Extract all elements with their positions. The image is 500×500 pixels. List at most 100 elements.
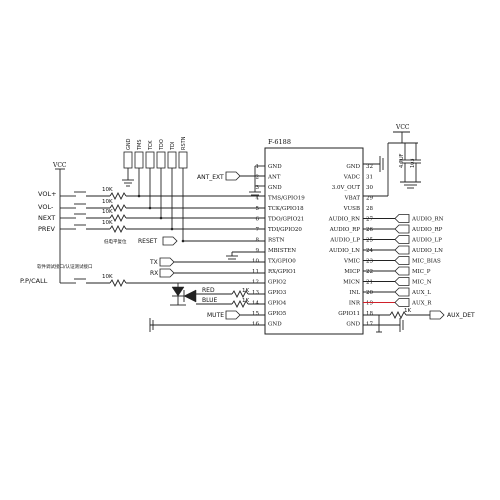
button-row-vol-down: VOL- 10K <box>38 199 265 213</box>
pin-name: VADC <box>343 175 360 181</box>
pin-number: 18 <box>366 311 373 317</box>
pin-number: 15 <box>252 311 259 317</box>
pin-number: 12 <box>252 280 259 286</box>
mbisten-ground <box>226 251 265 260</box>
pin-name: VUSB <box>343 206 360 212</box>
pin-name: TDI/GPIO20 <box>268 227 302 233</box>
pin-number: 14 <box>252 301 259 307</box>
pin-name: TMS/GPIO19 <box>268 196 305 202</box>
pin-name: TX/GPIO0 <box>268 259 296 265</box>
net-port-icon <box>394 287 410 297</box>
led-group: RED 1K BLUE 1K <box>170 283 265 309</box>
pin-name: MBISTEN <box>268 248 296 254</box>
pin-number: 1 <box>256 164 260 170</box>
test-point-label: TCK <box>148 140 154 151</box>
resistor-icon <box>389 310 407 320</box>
right-output-group: AUDIO_RNAUDIO_RPAUDIO_LPAUDIO_LNMIC_BIAS… <box>363 214 444 307</box>
test-port-note: 软件调试接口/认证测试接口 <box>37 263 93 270</box>
pin-number: 23 <box>366 259 373 265</box>
pin-name: GND <box>268 185 282 191</box>
pin-number: 25 <box>366 238 373 244</box>
pin-number: 28 <box>366 206 373 212</box>
output-label: AUX_R <box>411 301 432 307</box>
led-red-icon <box>171 286 185 297</box>
pin-number: 2 <box>256 175 260 181</box>
net-port-icon <box>225 171 241 181</box>
pin-name: GND <box>268 322 282 328</box>
button-label-vol-down: VOL- <box>38 203 54 211</box>
pin-name: GND <box>346 164 360 170</box>
net-port-icon <box>159 268 175 278</box>
vcc-left-label: VCC <box>52 162 67 169</box>
led-blue-icon <box>183 289 197 303</box>
vcc-right-symbol: VCC 4.7UF 103 <box>363 124 421 197</box>
reset-net: RESET <box>138 236 178 246</box>
pin-name: ANT <box>267 175 281 181</box>
resistor-icon <box>109 278 127 288</box>
pin-number: 4 <box>256 196 260 202</box>
resistor-value: 10K <box>102 199 113 205</box>
pin-number: 10 <box>252 259 259 265</box>
cap-a-value: 4.7UF <box>399 153 405 168</box>
button-row-vol-up: VOL+ 10K <box>38 187 265 201</box>
resistor-icon <box>231 289 249 299</box>
cap-b-value: 103 <box>410 158 416 168</box>
pin-number: 13 <box>252 290 259 296</box>
output-label: MIC_BIAS <box>412 259 441 265</box>
pin-name: TDO/GPIO21 <box>268 217 304 223</box>
pin-name: 3.0V_OUT <box>332 185 361 191</box>
ant-ext-label: ANT_EXT <box>197 174 224 181</box>
test-point-label: TDO <box>159 139 165 151</box>
pin-name: INR <box>349 301 361 307</box>
output-label: MIC_N <box>412 280 432 286</box>
test-point-group: GND TMS TCK TDO TDI RSTN <box>122 136 265 243</box>
net-port-icon <box>394 277 410 286</box>
chip-name: F-6188 <box>268 138 291 146</box>
led-blue-label: BLUE <box>202 297 218 304</box>
button-label-call: P.P/CALL <box>20 277 48 285</box>
output-label: AUDIO_LN <box>411 248 443 254</box>
pin-number: 32 <box>366 164 373 170</box>
pin-name: AUDIO_RN <box>328 217 361 223</box>
net-port-icon <box>429 310 445 320</box>
pin-name: VBAT <box>344 196 361 202</box>
pin-number: 17 <box>366 322 373 328</box>
output-label: AUX_L <box>411 290 431 296</box>
test-point-label: TMS <box>137 139 143 151</box>
net-port-icon <box>394 224 410 234</box>
pin-name: GPIO11 <box>338 311 360 317</box>
net-port-icon <box>162 236 178 246</box>
aux-res-value: 1K <box>404 308 411 314</box>
low-level-note: 低电平复位 <box>104 238 127 245</box>
output-label: AUDIO_LP <box>411 238 442 244</box>
output-label: MIC_P <box>412 269 431 275</box>
button-label-vol-up: VOL+ <box>38 190 57 198</box>
resistor-icon <box>109 191 127 201</box>
net-port-icon <box>394 266 410 276</box>
pin-name: GPIO2 <box>268 280 286 286</box>
ant-ext-net: ANT_EXT <box>197 171 265 181</box>
button-row-next: NEXT 10K <box>38 209 265 223</box>
pin-number: 24 <box>366 248 373 254</box>
pin-name: RX/GPIO1 <box>268 269 296 275</box>
button-row-prev: PREV 10K <box>38 220 265 234</box>
resistor-icon <box>231 299 249 309</box>
pin-name: RSTN <box>268 238 285 244</box>
pin-name: AUDIO_LP <box>329 238 360 244</box>
pin-name: GND <box>268 164 282 170</box>
pin-name: GPIO5 <box>268 311 287 317</box>
resistor-icon <box>109 213 127 223</box>
test-point-label: TDI <box>170 142 176 151</box>
pin-number: 6 <box>256 217 260 223</box>
net-port-icon <box>159 257 175 267</box>
pin-number: 5 <box>256 206 260 212</box>
pin-number: 7 <box>256 227 260 233</box>
ground-symbol-left-bottom <box>149 318 265 332</box>
net-port-icon <box>225 310 241 320</box>
button-label-next: NEXT <box>38 214 55 222</box>
pin-name: GPIO3 <box>268 290 287 296</box>
pin-number: 31 <box>366 175 373 181</box>
pin-name: AUDIO_RP <box>329 227 361 233</box>
pin-number: 20 <box>366 290 373 296</box>
